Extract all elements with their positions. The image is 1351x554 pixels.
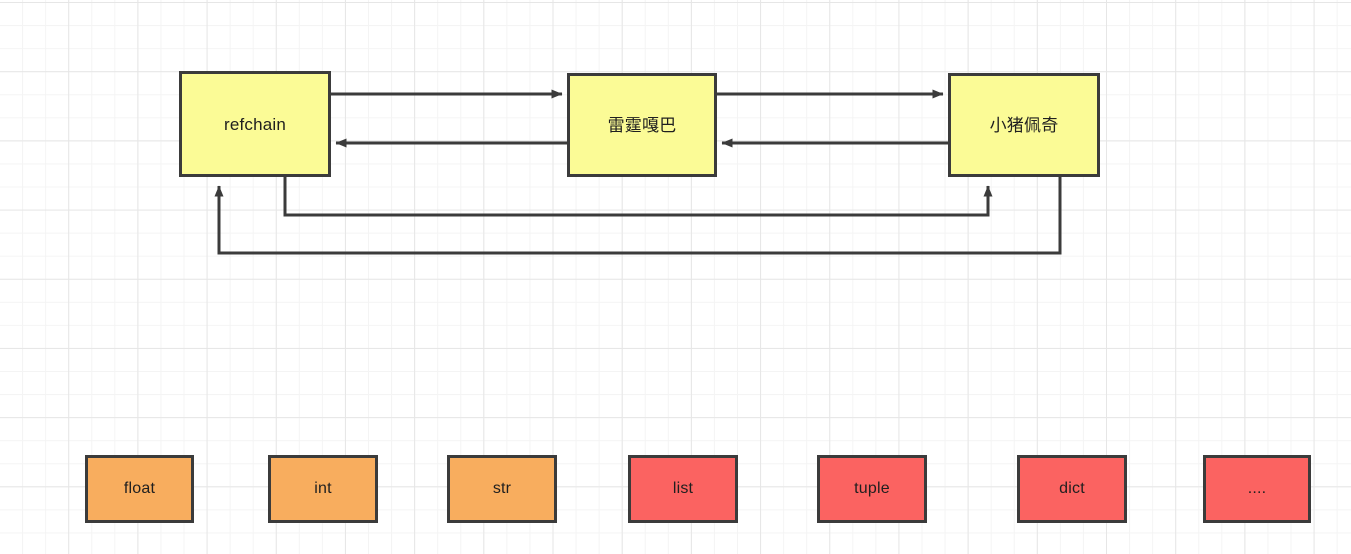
type-box-tuple-label: tuple xyxy=(854,480,890,497)
object-box-refchain-label: refchain xyxy=(223,114,287,134)
type-box-dict-label: dict xyxy=(1059,480,1085,497)
connector-peiqi-to-refchain-loop xyxy=(214,177,1062,255)
type-box-more-label: .... xyxy=(1247,480,1267,497)
type-box-list-label: list xyxy=(672,480,694,497)
connector-refchain-to-peiqi-loop xyxy=(283,177,993,217)
type-box-dict[interactable]: dict xyxy=(1017,455,1127,523)
object-box-refchain[interactable]: refchain xyxy=(179,71,331,177)
type-box-float[interactable]: float xyxy=(85,455,194,523)
type-box-tuple[interactable]: tuple xyxy=(817,455,927,523)
type-box-int-label: int xyxy=(314,480,332,497)
object-box-leiting[interactable]: 雷霆嘎巴 xyxy=(567,73,717,177)
type-box-int[interactable]: int xyxy=(268,455,378,523)
object-box-leiting-label: 雷霆嘎巴 xyxy=(607,115,677,135)
type-box-float-label: float xyxy=(123,480,156,497)
object-box-peiqi[interactable]: 小猪佩奇 xyxy=(948,73,1100,177)
type-box-list[interactable]: list xyxy=(628,455,738,523)
object-box-peiqi-label: 小猪佩奇 xyxy=(989,115,1059,135)
type-box-more[interactable]: .... xyxy=(1203,455,1311,523)
type-box-str[interactable]: str xyxy=(447,455,557,523)
type-box-str-label: str xyxy=(492,480,512,497)
